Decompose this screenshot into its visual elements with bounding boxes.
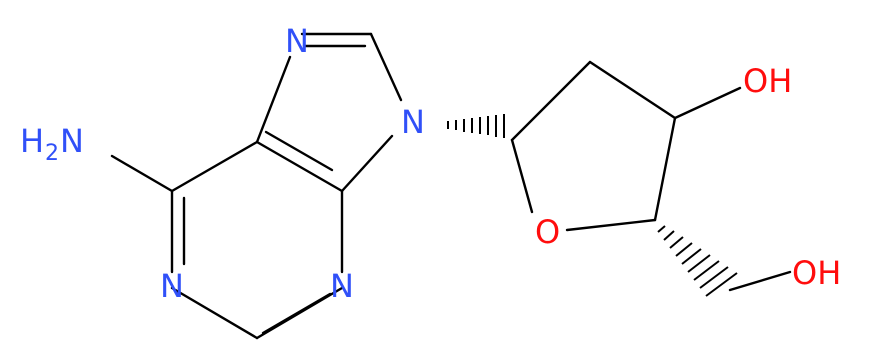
atom-labels: N N N N O OH OH H 2 N — [20, 22, 841, 305]
atom-n3: N — [330, 267, 354, 305]
bond-c2-n1 — [170, 286, 259, 340]
bond-c5-n7 — [255, 55, 292, 144]
bond-c5-c4-inner — [264, 130, 334, 172]
amine-h: H — [20, 122, 44, 160]
hashed-wedge-c4-c5 — [657, 225, 738, 297]
hashed-wedge-n9-c1 — [447, 114, 505, 138]
atom-oh-5prime: OH — [792, 254, 841, 292]
atom-n1: N — [160, 267, 184, 305]
atom-n9: N — [401, 103, 425, 141]
bond-c1-c2 — [510, 60, 592, 142]
amine-n: N — [60, 122, 84, 160]
atom-nh2: H 2 N — [20, 122, 84, 166]
atom-o-ring: O — [535, 213, 560, 251]
bond-c4-o — [565, 218, 657, 232]
bond-c3-c4 — [653, 116, 677, 222]
atom-oh-3prime: OH — [743, 62, 792, 100]
bond-c5prime-oh — [728, 270, 792, 292]
bond-c6-nh2 — [110, 154, 174, 193]
amine-subscript: 2 — [45, 141, 59, 166]
bond-c1-o — [510, 138, 534, 214]
bond-c3-oh — [673, 86, 742, 120]
atom-n7: N — [285, 22, 309, 60]
bond-c2-c3 — [588, 60, 677, 120]
bond-n9-c4 — [340, 134, 394, 193]
bond-n3-c2-inner — [261, 292, 332, 335]
bond-c8-n9 — [369, 32, 403, 102]
bond-c5-c4 — [255, 140, 344, 193]
stereo-bonds — [447, 114, 738, 297]
bonds — [110, 32, 792, 340]
bond-c6-c5 — [170, 140, 259, 193]
